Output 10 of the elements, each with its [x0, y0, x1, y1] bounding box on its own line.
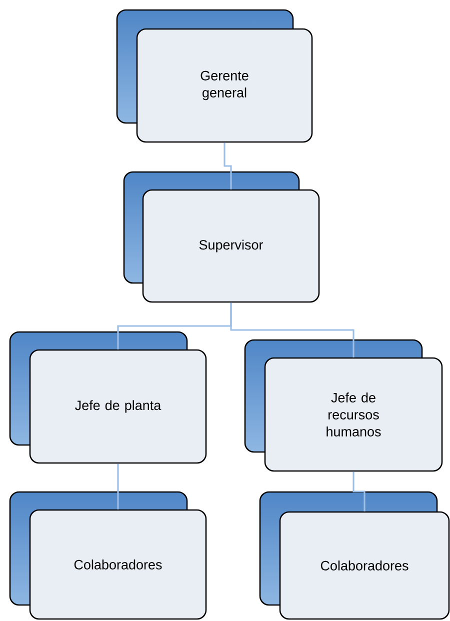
connector-line	[352, 472, 366, 512]
org-chart-box: Supervisor	[123, 171, 320, 303]
connector-line	[117, 464, 119, 510]
org-chart-box: Jefe de recursos humanos	[244, 339, 443, 472]
org-chart-box: Gerente general	[116, 9, 313, 143]
org-chart-box: Colaboradores	[9, 491, 207, 620]
connector-line	[230, 302, 354, 358]
org-chart-box: Colaboradores	[259, 491, 450, 620]
connector-line	[224, 142, 232, 190]
org-chart-box: Jefe de planta	[9, 331, 207, 464]
